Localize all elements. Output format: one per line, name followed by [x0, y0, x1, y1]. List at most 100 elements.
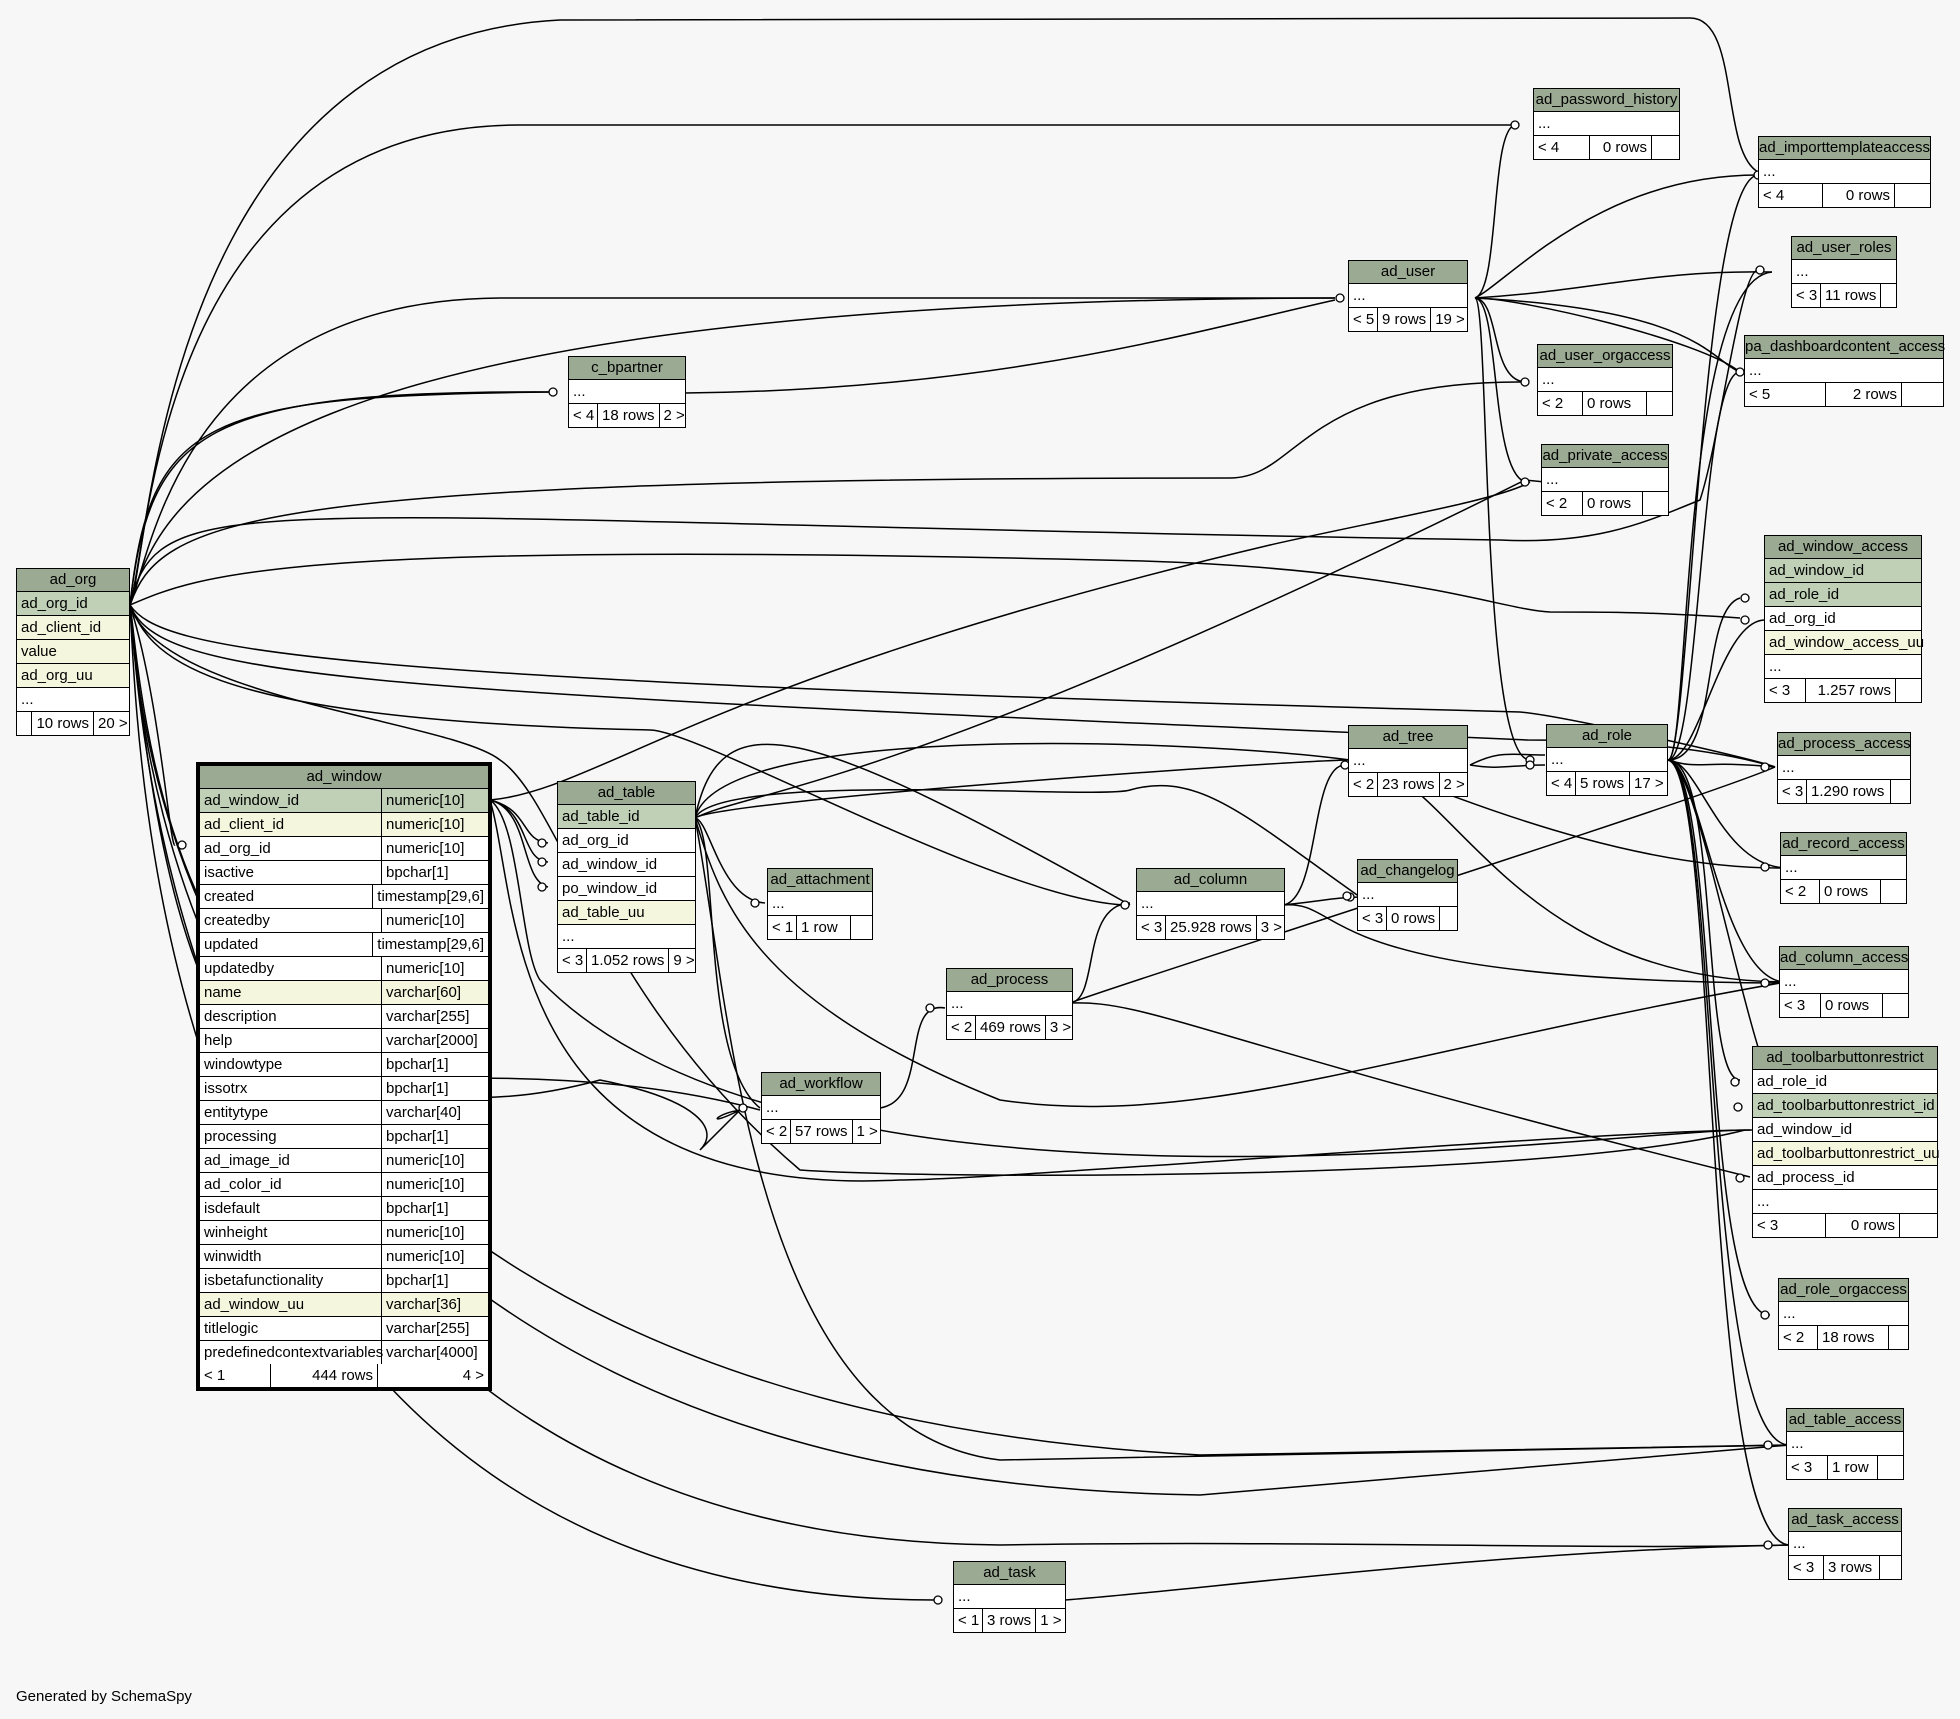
row-count: 0 rows — [1582, 392, 1646, 415]
column-name: titlelogic — [204, 1320, 259, 1337]
table-title: ad_role — [1547, 725, 1667, 748]
children-count: 3 > — [1044, 1016, 1075, 1039]
children-count: 4 > — [377, 1364, 488, 1387]
children-count — [1890, 780, 1910, 803]
row-count: 0 rows — [1820, 994, 1882, 1017]
children-count: 17 > — [1629, 772, 1667, 795]
table-title: ad_workflow — [762, 1073, 880, 1096]
columns-ellipsis: ... — [1353, 752, 1366, 769]
columns-ellipsis: ... — [1782, 759, 1795, 776]
column-name: ad_window_uu — [204, 1296, 305, 1313]
children-count — [850, 916, 872, 939]
column-type: numeric[10] — [381, 1149, 488, 1172]
children-count: 2 > — [1438, 773, 1469, 796]
children-count — [1880, 880, 1906, 903]
column-name: ad_org_id — [21, 595, 88, 612]
columns-ellipsis: ... — [1353, 287, 1366, 304]
table-title: c_bpartner — [569, 357, 685, 380]
columns-ellipsis: ... — [1749, 362, 1762, 379]
row-count: 0 rows — [1825, 1214, 1899, 1237]
table-title: ad_user_orgaccess — [1538, 345, 1672, 368]
column-name: ad_org_uu — [21, 667, 93, 684]
table-title: ad_task_access — [1789, 1509, 1901, 1532]
children-count — [1899, 1214, 1937, 1237]
row-count: 2 rows — [1825, 383, 1901, 406]
column-type: bpchar[1] — [381, 1077, 488, 1100]
row-count: 10 rows — [31, 712, 93, 735]
column-name: ad_color_id — [204, 1176, 282, 1193]
table-title: ad_changelog — [1358, 860, 1457, 883]
row-count: 1.052 rows — [586, 949, 668, 972]
column-type: numeric[10] — [381, 789, 488, 812]
column-name: ... — [1769, 658, 1782, 675]
columns-ellipsis: ... — [1546, 471, 1559, 488]
column-type: varchar[2000] — [381, 1029, 488, 1052]
column-name: ad_image_id — [204, 1152, 290, 1169]
column-name: winheight — [204, 1224, 268, 1241]
column-name: ad_org_id — [1769, 610, 1836, 627]
table-title: ad_private_access — [1542, 445, 1668, 468]
column-type: varchar[255] — [381, 1317, 488, 1340]
columns-ellipsis: ... — [1542, 371, 1555, 388]
parents-count: < 1 — [772, 919, 794, 936]
table-title: ad_process_access — [1778, 733, 1911, 756]
column-row: ad_window_uu varchar[36] — [200, 1293, 488, 1317]
column-row: ad_image_id numeric[10] — [200, 1149, 488, 1173]
column-name: updated — [204, 936, 259, 953]
children-count: 2 > — [658, 404, 689, 427]
table-ad-org[interactable]: ad_org ad_org_id ad_client_id value ad_o… — [16, 568, 130, 736]
table-title: ad_record_access — [1781, 833, 1906, 856]
columns-ellipsis: ... — [1783, 1305, 1796, 1322]
column-type: varchar[60] — [381, 981, 488, 1004]
table-ad-table[interactable]: ad_table ad_table_id ad_org_id ad_window… — [557, 781, 696, 973]
parents-count: < 1 — [204, 1367, 226, 1384]
table-ad-toolbarbuttonrestrict[interactable]: ad_toolbarbuttonrestrict ad_role_id ad_t… — [1752, 1046, 1940, 1238]
column-name: ad_role_id — [1769, 586, 1840, 603]
column-name: ad_role_id — [1757, 1073, 1828, 1090]
column-name: ad_client_id — [204, 816, 285, 833]
parents-count: < 4 — [573, 407, 595, 424]
parents-count: < 3 — [1757, 1217, 1779, 1234]
children-count — [1879, 1556, 1901, 1579]
parents-count: < 2 — [1785, 883, 1807, 900]
table-title: ad_user — [1349, 261, 1467, 284]
parents-count: < 1 — [958, 1612, 980, 1629]
column-name: description — [204, 1008, 277, 1025]
row-count: 0 rows — [1819, 880, 1880, 903]
column-type: varchar[36] — [381, 1293, 488, 1316]
table-ad-window-access[interactable]: ad_window_access ad_window_id ad_role_id… — [1764, 535, 1924, 703]
column-name: createdby — [204, 912, 270, 929]
column-name: ad_client_id — [21, 619, 102, 636]
column-name: ad_window_id — [1757, 1121, 1853, 1138]
column-name: created — [204, 888, 255, 905]
children-count — [1880, 284, 1896, 307]
